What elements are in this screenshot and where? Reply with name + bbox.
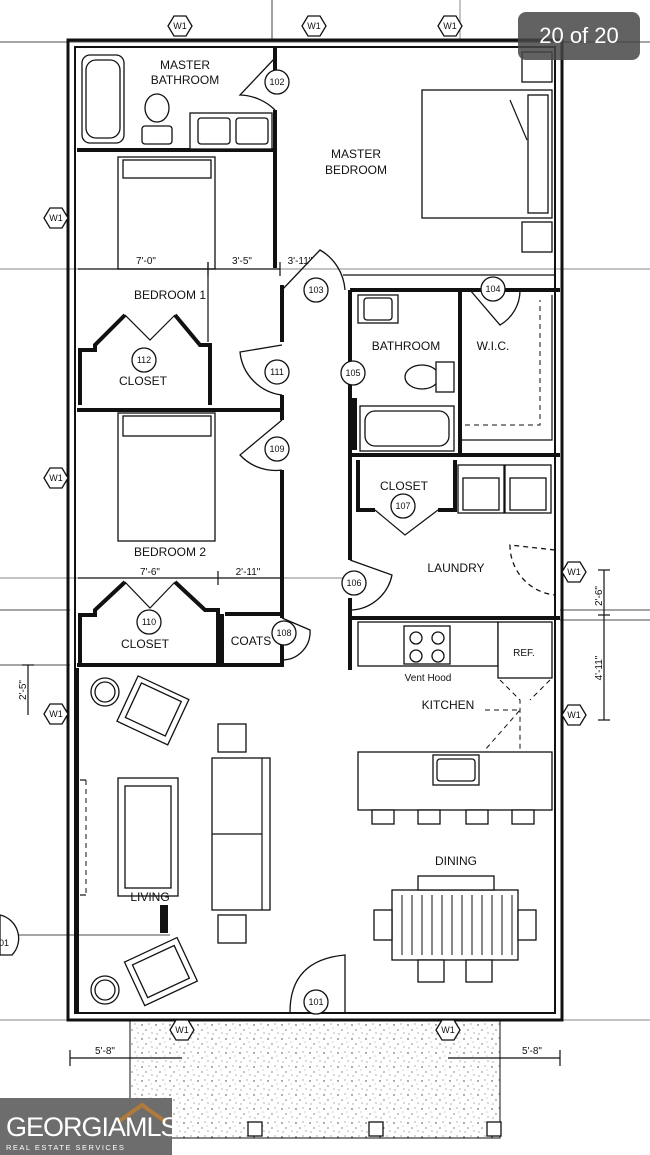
- closet-structures: [78, 313, 457, 665]
- window-tag: W1: [561, 561, 587, 583]
- master-bathroom-label-line1: MASTER: [160, 58, 210, 72]
- window-tag: W1: [167, 15, 193, 37]
- house-roof-icon: [116, 1102, 168, 1124]
- window-tag: W1: [169, 1019, 195, 1041]
- dimensions: 7'-0" 3'-5" 3'-11" 7'-6" 2'-11" 2'-6" 4'…: [18, 256, 610, 1066]
- bedroom1-label: BEDROOM 1: [134, 288, 206, 302]
- dining-label: DINING: [435, 854, 477, 868]
- laundry-appliances: [457, 464, 552, 514]
- svg-text:W1: W1: [307, 21, 321, 31]
- porch: [129, 1019, 502, 1139]
- living-furniture: [80, 675, 271, 1007]
- dim-hall: 3'-11": [288, 256, 313, 267]
- master-bathroom-label-line2: BATHROOM: [151, 73, 219, 87]
- hall-bath-fixtures: [351, 294, 455, 452]
- laundry-label: LAUNDRY: [427, 561, 484, 575]
- window-tag: W1: [43, 467, 69, 489]
- door-tag-107: 107: [395, 501, 410, 511]
- georgia-mls-logo: GEORGIAMLS REAL ESTATE SERVICES: [0, 1098, 179, 1155]
- dim-right-lower: 4'-11": [594, 655, 605, 680]
- svg-text:W1: W1: [173, 21, 187, 31]
- dining-table: [373, 875, 537, 983]
- window-tag: W1: [43, 207, 69, 229]
- door-tag-110: 110: [142, 617, 156, 627]
- svg-text:W1: W1: [49, 709, 63, 719]
- dim-porch-right: 5'-8": [522, 1046, 542, 1057]
- svg-text:W1: W1: [49, 213, 63, 223]
- door-tag-101: 101: [308, 997, 323, 1007]
- door-tag-111: 111: [270, 367, 284, 377]
- dim-bedroom2-left: 7'-6": [140, 567, 160, 578]
- bedroom2-label: BEDROOM 2: [134, 545, 206, 559]
- bedroom2-bed: [117, 412, 216, 542]
- door-tag-105: 105: [345, 368, 360, 378]
- kitchen-fixtures: [357, 621, 553, 825]
- door-tag-103: 103: [308, 285, 323, 295]
- dim-bedroom1-left: 7'-0": [136, 256, 156, 267]
- svg-text:W1: W1: [175, 1025, 189, 1035]
- master-bedroom-label-line2: BEDROOM: [325, 163, 387, 177]
- door-tag-109: 109: [269, 444, 284, 454]
- dim-left-side: 2'-5": [18, 680, 29, 700]
- master-bath-fixtures: [81, 54, 273, 150]
- door-tag-102: 102: [269, 77, 284, 87]
- vent-hood-label: Vent Hood: [405, 673, 452, 684]
- door-tags: 102 103 104 105 111 112 109 107 106 110 …: [131, 69, 506, 1015]
- door-tag-106: 106: [346, 578, 361, 588]
- svg-text:01: 01: [0, 938, 9, 948]
- living-label: LIVING: [130, 890, 169, 904]
- bathroom-label: BATHROOM: [372, 339, 440, 353]
- closet-laundry-label: CLOSET: [380, 479, 429, 493]
- window-tags: W1 W1 W1 W1 W1 W1 W1 W1: [0, 15, 587, 1041]
- refrigerator-label: REF.: [513, 648, 535, 659]
- wic-label: W.I.C.: [477, 339, 510, 353]
- window-tag: W1: [561, 704, 587, 726]
- room-labels: MASTER BATHROOM MASTER BEDROOM BEDROOM 1…: [119, 58, 535, 904]
- kitchen-label: KITCHEN: [422, 698, 475, 712]
- svg-text:W1: W1: [49, 473, 63, 483]
- dim-bedroom1-right: 3'-5": [232, 256, 252, 267]
- svg-text:W1: W1: [567, 567, 581, 577]
- master-bedroom-label-line1: MASTER: [331, 147, 381, 161]
- svg-text:W1: W1: [441, 1025, 455, 1035]
- coats-label: COATS: [231, 634, 271, 648]
- door-tag-108: 108: [276, 628, 291, 638]
- window-tag: W1: [435, 1019, 461, 1041]
- brand-name: GEORGIAMLS: [6, 1112, 179, 1142]
- svg-text:W1: W1: [567, 710, 581, 720]
- wic-shelves: [462, 295, 553, 441]
- window-tag: W1: [301, 15, 327, 37]
- svg-text:W1: W1: [443, 21, 457, 31]
- interior-walls: [75, 48, 560, 1012]
- dim-porch-left: 5'-8": [95, 1046, 115, 1057]
- master-bed: [421, 51, 553, 253]
- closet1-label: CLOSET: [119, 374, 168, 388]
- brand-tagline: REAL ESTATE SERVICES: [6, 1143, 126, 1152]
- photo-counter: 20 of 20: [518, 12, 640, 60]
- bedroom1-bed: [117, 156, 216, 342]
- dim-bedroom2-right: 2'-11": [236, 567, 261, 578]
- door-swings: [238, 57, 556, 1013]
- window-tag: W1: [43, 703, 69, 725]
- cut-marker: 01: [0, 914, 20, 956]
- door-tag-112: 112: [137, 355, 151, 365]
- window-tag: W1: [437, 15, 463, 37]
- door-tag-104: 104: [485, 284, 500, 294]
- closet2-label: CLOSET: [121, 637, 170, 651]
- dim-right-upper: 2'-6": [594, 586, 605, 606]
